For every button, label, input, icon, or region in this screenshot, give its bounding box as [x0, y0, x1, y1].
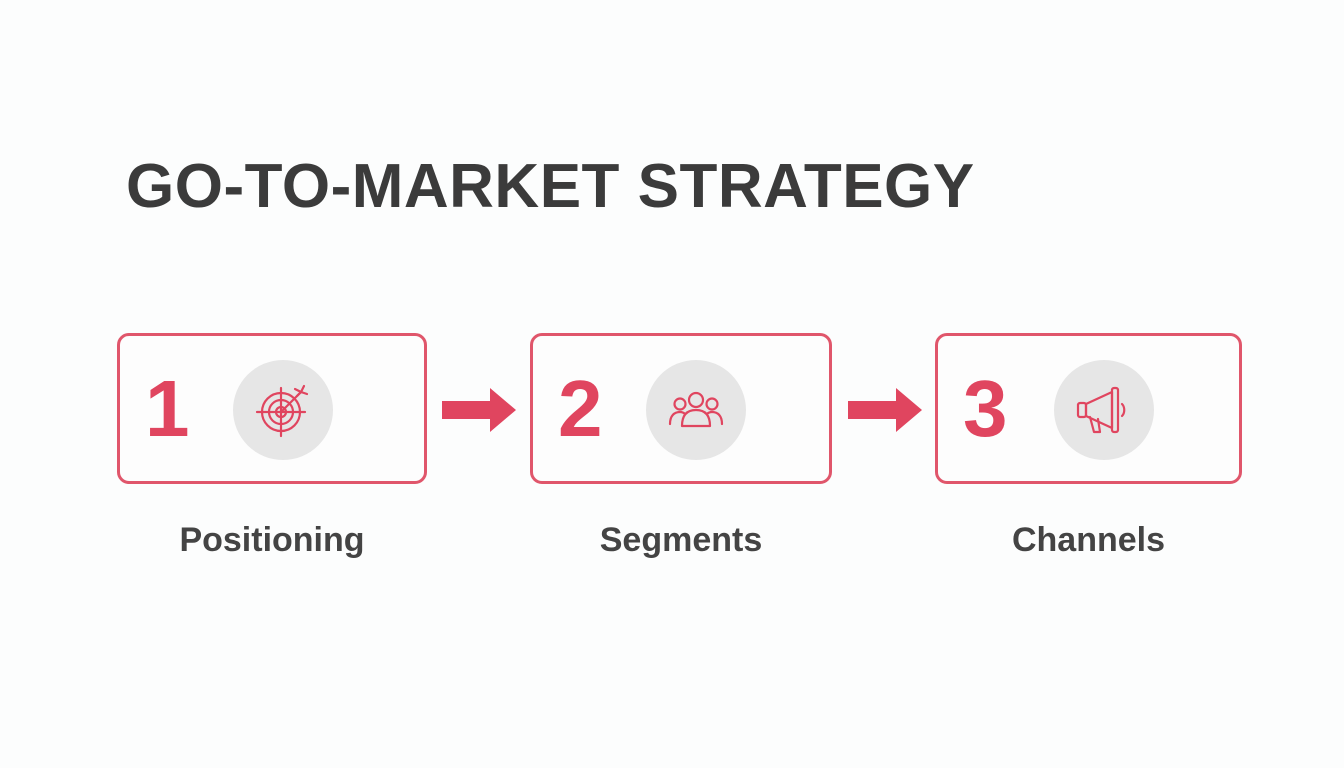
arrow-1-to-2 — [442, 388, 516, 432]
step-number-2: 2 — [558, 364, 603, 453]
icon-circle-3 — [1054, 360, 1154, 460]
people-group-icon — [668, 391, 724, 428]
step-label-channels: Channels — [1011, 521, 1166, 559]
megaphone-icon — [1076, 386, 1126, 434]
step-box-3: 3 — [935, 333, 1242, 484]
step-label-segments: Segments — [599, 521, 763, 559]
step-box-1: 1 — [117, 333, 427, 484]
step-number-1: 1 — [145, 364, 190, 453]
icon-circle-1 — [233, 360, 333, 460]
step-label-positioning: Positioning — [179, 521, 365, 559]
step-box-2: 2 — [530, 333, 832, 484]
icon-circle-2 — [646, 360, 746, 460]
arrow-2-to-3 — [848, 388, 922, 432]
page-title: GO-TO-MARKET STRATEGY — [126, 152, 975, 221]
step-number-3: 3 — [963, 364, 1008, 453]
target-icon — [255, 384, 309, 438]
